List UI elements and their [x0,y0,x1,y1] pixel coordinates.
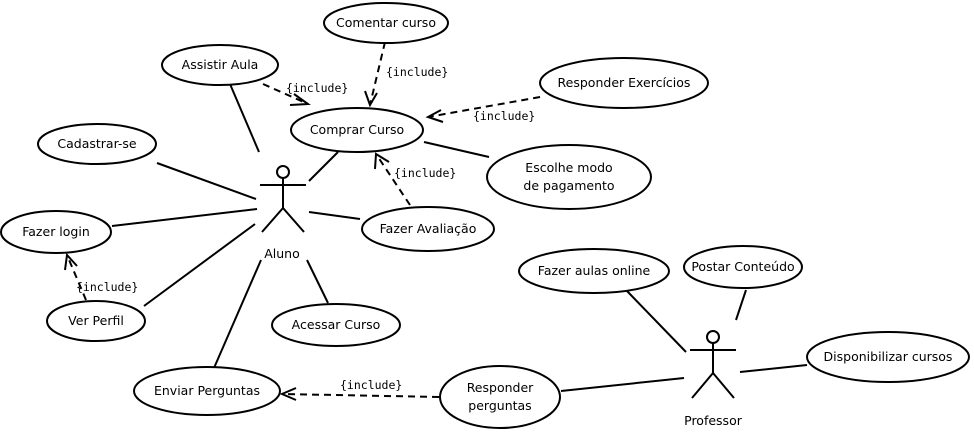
use-case-label-line2: perguntas [468,398,531,413]
use-case-fazer-login[interactable]: Fazer login [0,210,112,254]
include-comentar-to-comprar-line [369,41,386,106]
use-case-comentar-curso[interactable]: Comentar curso [323,2,449,44]
include-dependencies [64,41,541,401]
include-label-responder-ex: {include} [473,109,535,123]
include-ver-perfil-to-login-line [66,254,87,301]
use-case-label: Fazer aulas online [538,263,651,278]
use-case-assistir-aula[interactable]: Assistir Aula [161,44,279,86]
use-case-postar-conteudo[interactable]: Postar Conteúdo [683,245,803,289]
assoc-professor-fazer-aulas-online [626,290,687,353]
use-case-label: Disponibilizar cursos [824,349,953,364]
include-label-assistir: {include} [286,81,348,95]
actor-label: Professor [684,413,743,428]
include-avaliacao-to-comprar-line [375,153,411,206]
include-responder-perg-to-enviar-line [281,393,440,398]
include-assistir-to-comprar-line [262,83,309,105]
assoc-aluno-fazer-avaliacao [308,211,361,220]
include-label-comentar: {include} [386,65,448,79]
use-case-responder-perguntas[interactable]: Responder perguntas [439,365,561,429]
use-case-fazer-aulas-online[interactable]: Fazer aulas online [518,248,670,294]
actor-aluno[interactable]: Aluno [260,165,306,261]
include-label-responder-perg: {include} [340,378,402,392]
assoc-professor-postar-conteudo [735,289,747,321]
assoc-aluno-enviar-perguntas [213,259,262,369]
assoc-aluno-assistir-aula [229,83,260,153]
include-label-ver-perfil: {include} [76,280,138,294]
assoc-aluno-ver-perfil [143,223,256,307]
use-case-comprar-curso[interactable]: Comprar Curso [290,107,424,153]
include-responder-perg-arrowhead [279,387,297,401]
use-case-label: Comentar curso [336,15,436,30]
use-case-responder-exercicios[interactable]: Responder Exercícios [539,57,709,109]
assoc-professor-disponibilizar [739,364,808,373]
assoc-comprar-escolhe-modo [423,141,490,158]
use-case-cadastrar-se[interactable]: Cadastrar-se [37,123,157,165]
actor-professor[interactable]: Professor [684,330,743,428]
assoc-aluno-acessar-curso [306,259,329,304]
stick-figure-icon [690,330,736,399]
use-case-label: Fazer login [22,224,90,239]
include-ver-perfil-arrowhead [64,252,78,271]
actor-label: Aluno [264,246,300,261]
assoc-aluno-fazer-login [111,208,258,227]
use-case-label: Fazer Avaliação [380,221,477,236]
use-case-label: Ver Perfil [68,313,124,328]
use-case-acessar-curso[interactable]: Acessar Curso [271,303,401,347]
use-case-label-line1: Escolhe modo [525,160,612,175]
assoc-professor-responder-perguntas [560,377,685,392]
use-case-ver-perfil[interactable]: Ver Perfil [46,300,146,342]
include-responder-ex-to-comprar-line [427,96,541,118]
use-case-label: Cadastrar-se [57,136,137,151]
include-comentar-arrowhead [364,90,378,108]
use-case-label-line1: Responder [467,380,534,395]
use-case-escolhe-modo-de-pagamento[interactable]: Escolhe modo de pagamento [486,144,652,210]
use-case-label: Comprar Curso [310,122,404,137]
stereotype-labels: {include} {include} {include} {include} … [76,65,535,392]
use-case-fazer-avaliacao[interactable]: Fazer Avaliação [361,206,495,252]
use-case-enviar-perguntas[interactable]: Enviar Perguntas [133,366,281,416]
stick-figure-icon [260,165,306,233]
use-case-label: Assistir Aula [182,57,259,72]
use-case-label: Acessar Curso [292,317,381,332]
use-case-label: Postar Conteúdo [691,259,794,274]
include-responder-ex-arrowhead [425,109,444,123]
use-case-label: Responder Exercícios [558,75,691,90]
include-label-avaliacao: {include} [394,166,456,180]
associations [111,83,808,392]
use-case-disponibilizar-cursos[interactable]: Disponibilizar cursos [806,331,970,383]
use-case-label-line2: de pagamento [523,178,614,193]
assoc-aluno-comprar-curso [308,151,339,182]
include-avaliacao-arrowhead [374,152,390,170]
assoc-aluno-cadastrar-se [156,162,257,200]
use-case-label: Enviar Perguntas [154,383,260,398]
include-assistir-arrowhead [289,93,311,106]
